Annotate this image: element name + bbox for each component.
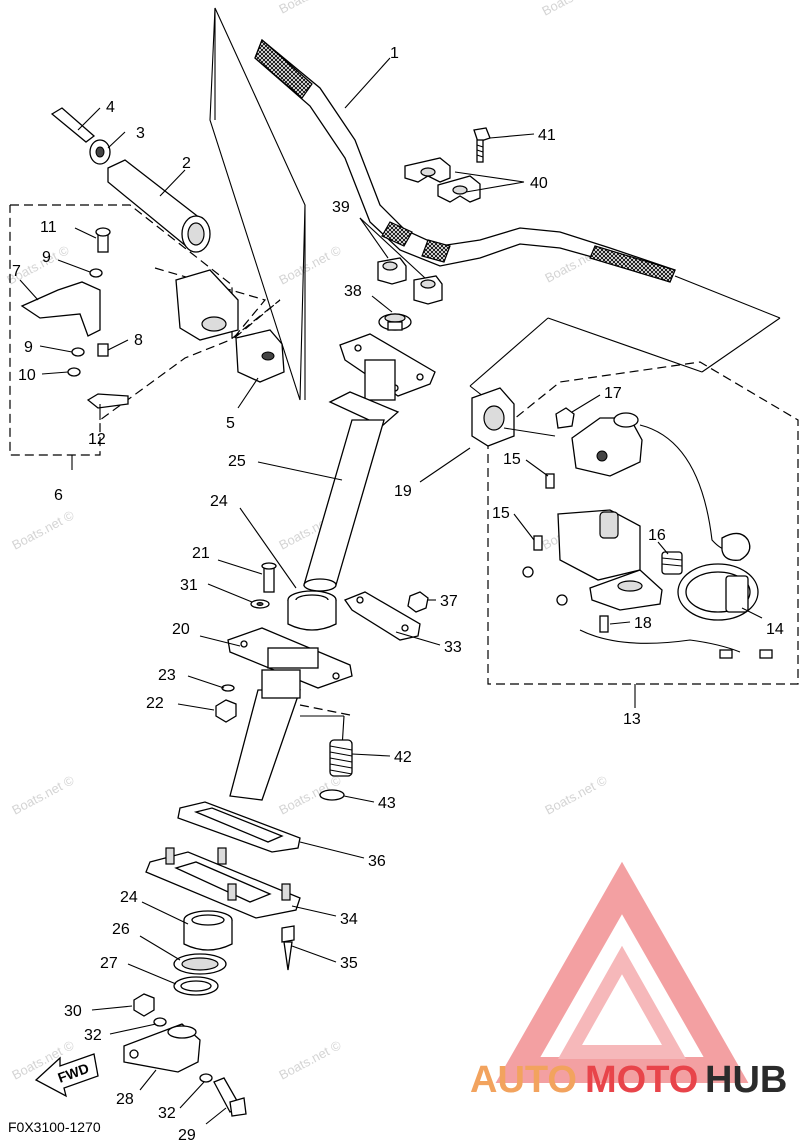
callout-25: 25 [228, 453, 246, 470]
throttle-assembly [9, 107, 285, 470]
callout-3: 3 [136, 125, 145, 142]
switch-assembly [471, 361, 799, 702]
leader-lines [19, 57, 763, 1125]
callout-36: 36 [368, 853, 386, 870]
callout-4: 4 [106, 99, 115, 116]
handlebar [209, 7, 781, 401]
callout-30: 30 [64, 1003, 82, 1020]
bolt-35 [281, 925, 295, 971]
callout-42: 42 [394, 749, 412, 766]
nut-22 [215, 699, 237, 723]
callout-16: 16 [648, 527, 666, 544]
callout-15: 15 [503, 451, 521, 468]
watermark: Boats.net © [539, 0, 607, 19]
lower-bushing [183, 910, 233, 951]
callout-33: 33 [444, 639, 462, 656]
callout-29: 29 [178, 1127, 196, 1144]
handlebar-lower-holders [377, 257, 443, 305]
callout-43: 43 [378, 795, 396, 812]
watermark: Boats.net © [9, 772, 77, 817]
nut-30 [133, 993, 155, 1017]
watermark: Boats.net © [9, 507, 77, 552]
upper-bushing [287, 590, 337, 631]
logo-text-hub: HUB [705, 1059, 787, 1101]
callout-1: 1 [390, 45, 399, 62]
callout-27: 27 [100, 955, 118, 972]
watermark: Boats.net © [542, 772, 610, 817]
steering-arm-28 [123, 1023, 201, 1073]
watermark: Boats.net © [276, 242, 344, 287]
callout-31: 31 [180, 577, 198, 594]
clip-43 [319, 789, 345, 801]
stud-bolt-21 [261, 562, 277, 593]
steering-column [303, 333, 436, 592]
callout-34: 34 [340, 911, 358, 928]
callout-19: 19 [394, 483, 412, 500]
watermark: Boats.net © [276, 1037, 344, 1082]
spring-42 [329, 739, 353, 777]
callout-11: 11 [40, 219, 57, 236]
callout-23: 23 [158, 667, 176, 684]
callout-6: 6 [54, 487, 63, 504]
callout-10: 10 [18, 367, 36, 384]
bolt-29 [213, 1077, 247, 1117]
nut-37 [407, 591, 429, 613]
callout-14: 14 [766, 621, 784, 638]
callout-40: 40 [530, 175, 548, 192]
logo-text-auto: AUTO [470, 1059, 577, 1101]
cable-bracket [343, 591, 421, 641]
automotohub-logo: AUTO MOTO HUB [470, 861, 787, 1101]
callout-32b: 32 [158, 1105, 176, 1122]
steering-damper [378, 313, 412, 331]
callout-2: 2 [182, 155, 191, 172]
callout-7: 7 [12, 263, 21, 280]
callout-15b: 15 [492, 505, 510, 522]
callout-8: 8 [134, 332, 143, 349]
callout-13: 13 [623, 711, 641, 728]
gasket-36 [177, 801, 301, 853]
washer-32-top [153, 1017, 167, 1027]
watermark: Boats.net © [276, 0, 344, 17]
callout-20: 20 [172, 621, 190, 638]
callout-18: 18 [634, 615, 652, 632]
handlebar-upper-clamps [404, 157, 481, 203]
callout-38: 38 [344, 283, 362, 300]
callout-5: 5 [226, 415, 235, 432]
callout-22: 22 [146, 695, 164, 712]
washer-31 [250, 599, 270, 609]
mount-plate-34 [145, 847, 301, 919]
column-bracket-plate [227, 627, 353, 689]
callout-24b: 24 [120, 889, 138, 906]
callout-26: 26 [112, 921, 130, 938]
callout-35: 35 [340, 955, 358, 972]
diagram-code: F0X3100-1270 [8, 1119, 101, 1135]
clamp-bolt [473, 127, 491, 163]
callout-28: 28 [116, 1091, 134, 1108]
callout-9b: 9 [24, 339, 33, 356]
callout-32: 32 [84, 1027, 102, 1044]
callout-37: 37 [440, 593, 458, 610]
callout-12: 12 [88, 431, 106, 448]
washer-23 [221, 684, 235, 692]
callout-41: 41 [538, 127, 556, 144]
callout-17: 17 [604, 385, 622, 402]
callout-21: 21 [192, 545, 210, 562]
callout-24: 24 [210, 493, 228, 510]
callout-39: 39 [332, 199, 350, 216]
callout-labels: 1 2 3 4 5 6 7 8 9 9 10 11 12 13 14 15 15… [12, 45, 784, 1144]
logo-text-moto: MOTO [585, 1059, 698, 1101]
washer-32-bottom [199, 1073, 213, 1083]
washer-27 [173, 976, 219, 996]
seal-26 [173, 953, 227, 975]
callout-9: 9 [42, 249, 51, 266]
